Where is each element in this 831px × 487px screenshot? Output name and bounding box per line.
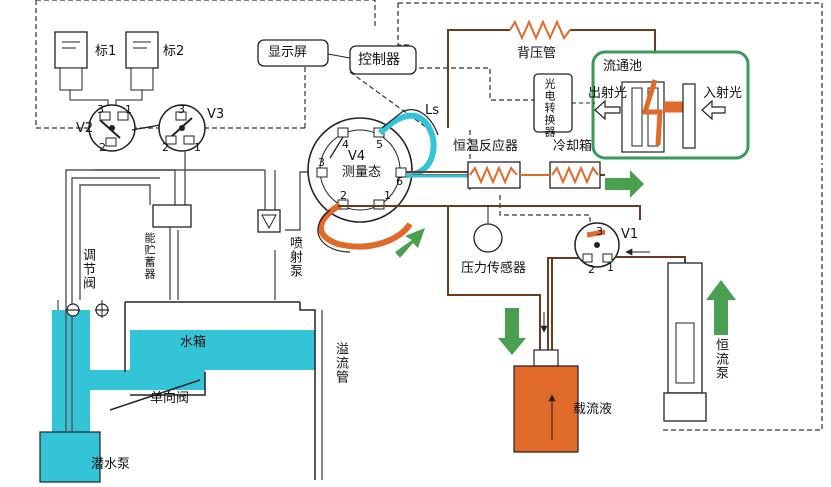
constant-flow-pump-label: 恒流泵 [713,338,728,380]
v1-port-2: 2 [588,263,595,276]
v3-label: V3 [207,107,225,122]
std2-bottle [125,31,159,91]
display-label: 显示屏 [268,45,308,60]
sample-loop [377,112,437,178]
v2-label: V2 [76,121,94,136]
v1-port-1: 1 [607,261,614,274]
flow-direction-arrows [540,248,650,333]
v1-label: V1 [621,227,639,242]
v2-port-1: 1 [125,103,132,116]
regulating-valve-lines [57,300,103,318]
water-tank [39,310,315,483]
v3-port-1: 1 [194,141,201,154]
jet-pump [257,209,281,233]
flow-cell-label: 流通池 [603,59,643,74]
v4-carrier-arc [317,202,413,250]
v4-label: V4 [348,149,366,164]
water-tank-label: 水箱 [180,335,207,350]
v1-valve[interactable] [574,222,620,268]
v4-port-4: 4 [342,138,349,151]
overflow-pipe-label: 溢流管 [333,342,348,384]
controller-label: 控制器 [358,52,400,68]
back-pressure-label: 背压管 [517,46,557,61]
incident-light-label: 入射光 [703,86,743,101]
v4-carrier-arc-outline [317,209,351,253]
green-arrows [395,170,736,355]
v2-port-3: 3 [97,103,104,116]
sample-loop-outline [381,109,439,136]
flow-cell [621,79,696,153]
v4-port-3: 3 [318,156,325,169]
exit-light-label: 出射光 [588,86,628,101]
regulating-valve-label: 调节阀 [80,248,95,290]
energy-storage-label: 能贮蓄器 [143,232,156,280]
carrier-liquid-bottle [513,349,579,453]
v4-port-6: 6 [396,175,403,188]
display-box [257,39,329,67]
tank-outline [109,301,316,480]
thermostatic-reactor [467,161,521,189]
water-pipes [65,150,323,480]
jet-pump-label: 喷射泵 [287,236,302,278]
display-controller-link [327,53,351,59]
thermostatic-reactor-label: 恒温反应器 [453,139,519,154]
check-valve-label: 单向阀 [150,391,190,406]
controller-box [349,45,417,75]
ls-label: Ls [425,103,440,118]
measure-state-label: 测量态 [342,165,382,180]
std1-bottle [54,31,88,91]
v3-valve[interactable] [158,104,206,152]
v1-port-3: 3 [596,225,603,238]
carrier-liquid-label: 载流液 [573,402,613,417]
incident-light-arrow [701,99,726,121]
regulating-valve-1[interactable] [66,303,80,317]
submersible-pump-label: 潜水泵 [91,457,131,472]
back-pressure-tube [509,19,571,41]
energy-storage-box [152,204,192,228]
pressure-sensor [473,206,503,253]
v2-valve[interactable] [88,104,136,152]
std1-label: 标1 [95,44,117,59]
pressure-sensor-label: 压力传感器 [461,261,527,276]
cooling-box [549,161,601,189]
photoelectric-converter-label: 光电转换器 [543,78,556,138]
v2-port-2: 2 [99,141,106,154]
v4-port-2: 2 [340,189,347,202]
std2-label: 标2 [163,44,185,59]
v4-port-5: 5 [376,138,383,151]
constant-flow-pump [663,262,707,422]
v3-port-2: 2 [162,141,169,154]
control-boundary-right [349,2,823,431]
v2-v3-link [131,124,161,131]
v4-port-1: 1 [384,189,391,202]
v3-port-3: 3 [178,103,185,116]
exit-light-arrow [594,99,621,121]
v4-valve[interactable] [307,117,413,223]
cooling-box-label: 冷却箱 [553,139,593,154]
